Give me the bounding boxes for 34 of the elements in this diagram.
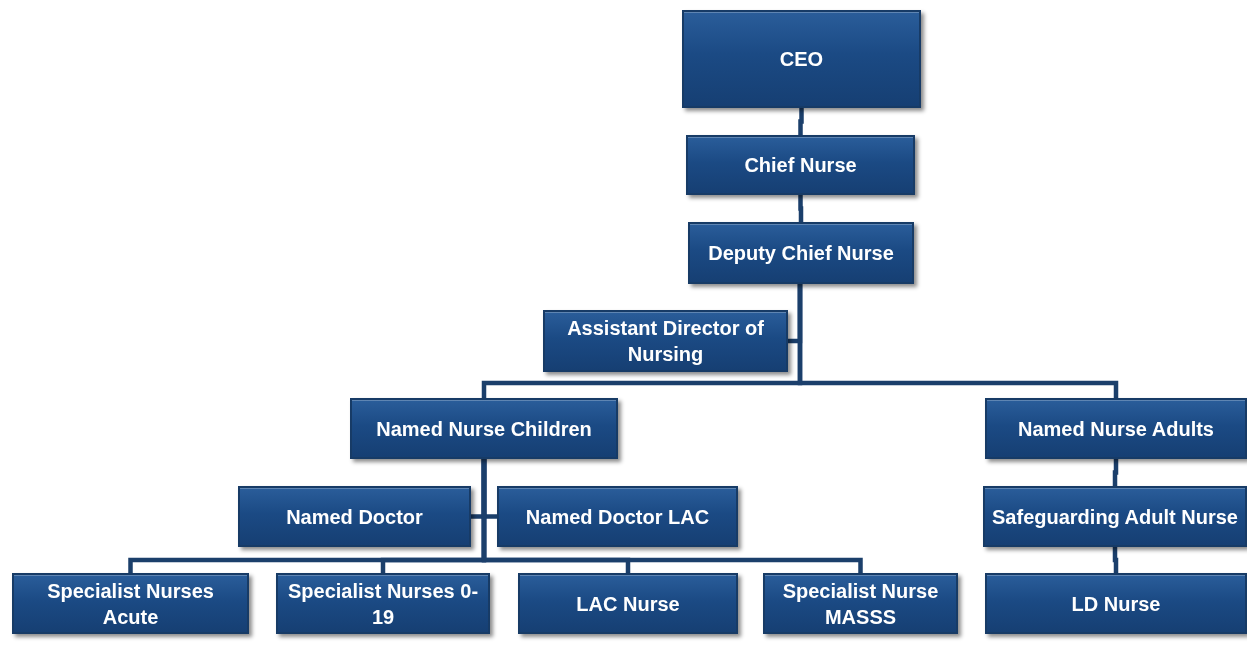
role-box	[12, 573, 249, 634]
role-title: Assistant Director of Nursing	[566, 316, 765, 367]
role-title: Specialist Nurses 0-19	[286, 578, 480, 630]
role-title: LD Nurse	[1071, 591, 1161, 617]
connector-line	[481, 459, 863, 573]
role-box	[350, 398, 618, 459]
role-box	[238, 486, 471, 547]
connector-line	[1112, 547, 1119, 573]
role-box	[682, 10, 921, 108]
role-title: Specialist Nurses Acute	[46, 578, 215, 630]
role-box	[543, 310, 788, 372]
role-title: Specialist Nurse MASSS	[781, 578, 940, 630]
connector-line	[798, 108, 804, 135]
role-title: Named Doctor LAC	[525, 504, 710, 530]
role-title: LAC Nurse	[576, 591, 680, 617]
role-title: Named Nurse Children	[376, 416, 592, 442]
role-title: Deputy Chief Nurse	[708, 241, 894, 266]
role-box	[985, 573, 1247, 634]
role-box	[688, 222, 914, 284]
connector-line	[1112, 459, 1119, 486]
connector-line	[798, 195, 804, 222]
role-title: Safeguarding Adult Nurse	[992, 504, 1238, 530]
role-box	[763, 573, 958, 634]
role-box	[983, 486, 1247, 547]
role-box	[276, 573, 490, 634]
connector-line	[797, 284, 1119, 398]
role-title: Chief Nurse	[744, 153, 857, 178]
role-box	[985, 398, 1247, 459]
role-title: Named Doctor	[286, 504, 423, 530]
role-box	[686, 135, 915, 195]
role-box	[497, 486, 738, 547]
role-box	[518, 573, 738, 634]
role-title: CEO	[779, 47, 824, 72]
role-title: Named Nurse Adults	[1018, 416, 1214, 442]
